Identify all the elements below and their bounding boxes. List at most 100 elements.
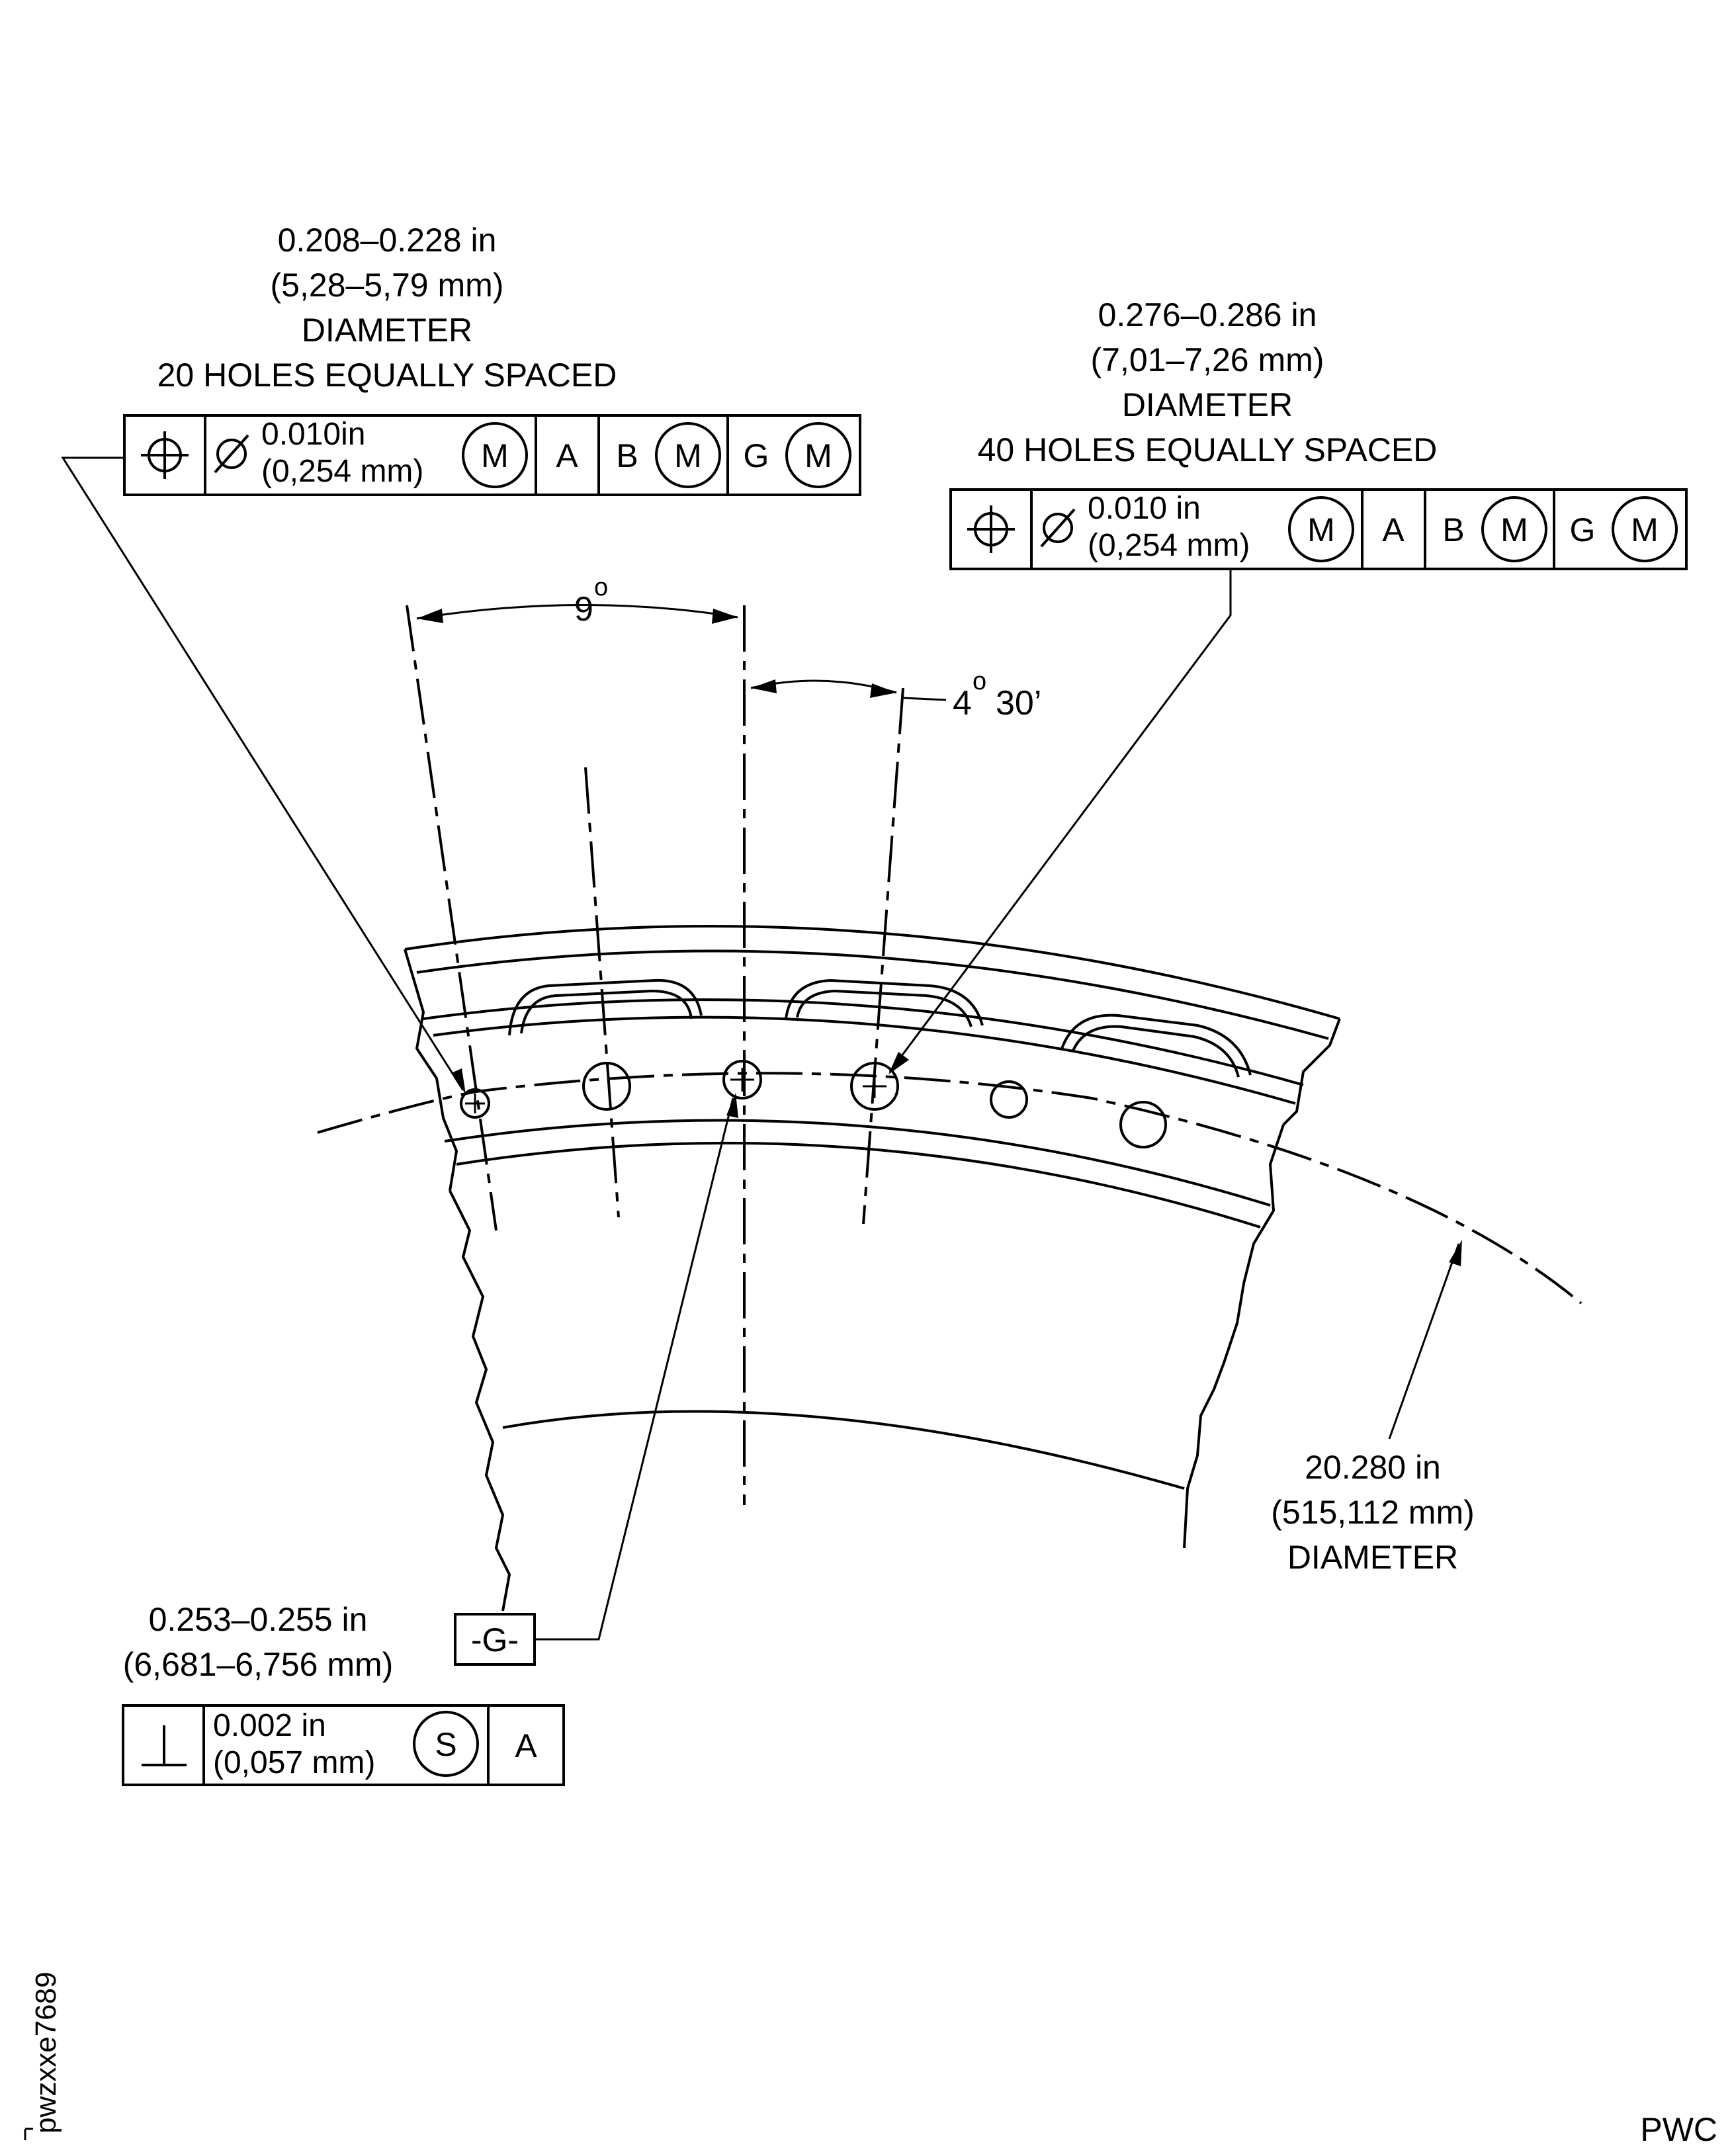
outer-rim-inner xyxy=(416,949,1329,1040)
perpendicularity-icon xyxy=(142,1725,187,1766)
modifier: M xyxy=(481,437,509,474)
callout-20-holes: 0.208–0.228 in (5,28–5,79 mm) DIAMETER 2… xyxy=(123,222,861,496)
bolt-circle-in: 20.280 in xyxy=(1305,1449,1441,1486)
slot xyxy=(508,978,703,1036)
datum-1: A xyxy=(1382,511,1405,548)
datum-g-label: -G- xyxy=(471,1621,519,1659)
bottom-edge xyxy=(502,1410,1185,1490)
left-break-edge xyxy=(449,1190,511,1612)
arrowhead xyxy=(417,609,443,623)
bolt-circle-callout: 20.280 in (515,112 mm) DIAMETER xyxy=(1271,1449,1475,1576)
hole-crosshair xyxy=(730,1068,754,1092)
fcf-border xyxy=(122,1704,565,1786)
angle-4-value: 4 xyxy=(953,684,972,722)
brand-label: PWC xyxy=(1640,2111,1717,2148)
feature-control-frame: 0.010in (0,254 mm) M A B M G M xyxy=(123,414,861,496)
modifier-circle xyxy=(1612,496,1678,562)
datum-1: A xyxy=(556,437,578,474)
tol-in: 0.010 in xyxy=(1088,491,1201,526)
datum-g-size-mm: (6,681–6,756 mm) xyxy=(123,1646,394,1683)
tol-in: 0.002 in xyxy=(213,1708,326,1743)
angle-9-degree-mark: o xyxy=(594,574,608,601)
right-rim-end xyxy=(1282,1018,1341,1126)
ring-segment xyxy=(404,925,1341,1612)
datum-2: B xyxy=(616,437,638,474)
flange-top-2 xyxy=(433,1015,1296,1105)
bolt-circle-label: DIAMETER xyxy=(1287,1539,1458,1576)
datum-g-size-in: 0.253–0.255 in xyxy=(149,1601,368,1638)
leader-20-holes xyxy=(61,456,464,1091)
datum-2-mod: M xyxy=(674,437,702,474)
modifier-circle xyxy=(785,422,851,488)
hole-small xyxy=(990,1080,1028,1119)
centerline-4deg30 xyxy=(862,687,904,1225)
centerline-hole xyxy=(584,767,620,1218)
fcf-border xyxy=(123,414,861,496)
size-in: 0.276–0.286 in xyxy=(1098,296,1317,333)
datum-1: A xyxy=(515,1727,537,1764)
arrowhead xyxy=(870,683,896,698)
leader-bolt-circle xyxy=(1388,1243,1460,1440)
size-mm: (5,28–5,79 mm) xyxy=(271,267,504,304)
slot-inner xyxy=(1072,1025,1240,1078)
angle-9-label: 9 o xyxy=(574,574,608,628)
datum-2-mod: M xyxy=(1500,511,1528,548)
angle-4-30-label: 4 o 30’ xyxy=(953,668,1041,722)
tol-mm: (0,254 mm) xyxy=(261,454,423,489)
position-icon xyxy=(141,431,189,479)
diameter-icon xyxy=(1040,508,1076,548)
holes xyxy=(460,1060,1167,1148)
angle-leader xyxy=(902,697,947,701)
angle-4-degree-mark: o xyxy=(973,668,986,695)
flange-top xyxy=(423,998,1304,1086)
arrowhead xyxy=(726,1093,738,1118)
arrowhead xyxy=(888,1052,909,1074)
leader-40-holes xyxy=(888,569,1232,1072)
feature-control-frame: 0.002 in (0,057 mm) S A xyxy=(122,1704,565,1786)
tol-in: 0.010in xyxy=(261,417,365,452)
size-in: 0.208–0.228 in xyxy=(278,222,497,259)
diameter-label: DIAMETER xyxy=(1122,386,1293,423)
bolt-circle-centerline xyxy=(317,1072,1582,1305)
figure-id: pwzxxe7689 xyxy=(30,1971,62,2134)
count-label: 20 HOLES EQUALLY SPACED xyxy=(157,357,617,394)
tol-mm: (0,254 mm) xyxy=(1088,528,1250,563)
datum-2: B xyxy=(1442,511,1464,548)
arrowhead xyxy=(751,679,777,693)
datum-g-box xyxy=(454,1613,536,1666)
tol-mm: (0,057 mm) xyxy=(213,1745,375,1780)
angle-9-value: 9 xyxy=(574,590,593,628)
hole-datum-g xyxy=(722,1060,762,1100)
diameter-label: DIAMETER xyxy=(302,312,472,349)
left-rim-end xyxy=(404,949,458,1191)
size-mm: (7,01–7,26 mm) xyxy=(1091,341,1324,378)
fcf-border xyxy=(949,488,1688,570)
slot xyxy=(1061,1013,1252,1076)
diameter-icon xyxy=(214,434,249,474)
arrowhead xyxy=(1449,1240,1462,1266)
modifier-circle xyxy=(1288,496,1354,562)
slot-inner xyxy=(520,989,693,1034)
flange-bottom-2 xyxy=(456,1141,1261,1229)
hole-crosshair xyxy=(465,1094,485,1113)
modifier-circle xyxy=(413,1711,479,1777)
outer-rim-top xyxy=(404,925,1340,1020)
modifier-circle xyxy=(1481,496,1547,562)
bolt-circle-mm: (515,112 mm) xyxy=(1271,1494,1475,1531)
arrowhead xyxy=(451,1068,466,1094)
modifier-circle xyxy=(462,422,528,488)
datum-3-mod: M xyxy=(804,437,832,474)
centerline-9deg xyxy=(406,605,498,1231)
feature-control-frame: 0.010 in (0,254 mm) M A B M G M xyxy=(949,488,1688,570)
datum-g-callout: 0.253–0.255 in (6,681–6,756 mm) -G- 0.00… xyxy=(122,1601,565,1786)
modifier-circle xyxy=(655,422,721,488)
leader-datum-g xyxy=(535,1098,734,1641)
modifier: M xyxy=(1307,511,1335,548)
right-break-edge xyxy=(1183,1124,1285,1549)
count-label: 40 HOLES EQUALLY SPACED xyxy=(978,431,1438,468)
datum-3: G xyxy=(744,437,769,474)
flange-bottom xyxy=(444,1119,1271,1207)
angle-9-arc xyxy=(416,603,738,620)
position-icon xyxy=(967,505,1015,553)
